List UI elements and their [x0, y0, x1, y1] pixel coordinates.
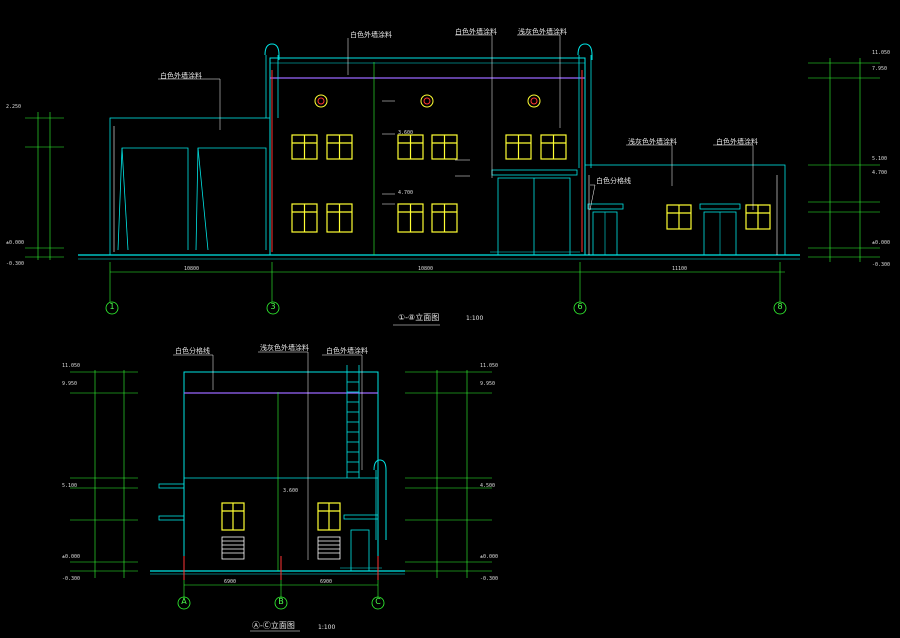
elevation-2-scale: 1:100	[318, 624, 336, 631]
dimension-text: 6900	[320, 579, 333, 585]
level-text: 9.950	[480, 381, 496, 387]
level-text: 4.700	[872, 170, 888, 176]
roof-ladder	[346, 365, 360, 478]
level-text: -0.300	[480, 576, 499, 582]
level-text: ±0.000	[872, 240, 891, 246]
elevation-2-title: Ⓐ-Ⓒ立面图	[252, 621, 295, 630]
material-callout: 白色分格线	[596, 177, 631, 185]
level-text: 2.250	[6, 104, 22, 110]
elevation-2	[70, 351, 492, 632]
windows-upper	[291, 134, 567, 160]
level-text: ±0.000	[480, 554, 499, 560]
windows-lower	[291, 203, 458, 233]
axis-label: A	[181, 597, 187, 606]
level-text: 5.100	[62, 483, 78, 489]
material-callout: 白色外墙涂料	[716, 138, 758, 146]
leaders	[158, 34, 754, 211]
material-callout: 白色外墙涂料	[326, 347, 368, 355]
main-block	[269, 57, 586, 256]
material-callout: 白色外墙涂料	[455, 28, 497, 36]
dimension-text: 11100	[672, 266, 688, 272]
level-text: 3.600	[283, 488, 299, 494]
axis-label: 8	[777, 302, 783, 311]
material-callout: 浅灰色外墙涂料	[260, 344, 309, 352]
dimension-text: 10800	[184, 266, 200, 272]
dimension-text: 6900	[224, 579, 237, 585]
level-text: ±0.000	[62, 554, 81, 560]
level-text: 5.100	[872, 156, 888, 162]
level-text: -0.300	[6, 261, 25, 267]
louvres	[221, 536, 341, 560]
axis-bubbles	[105, 301, 787, 315]
axis-label: C	[375, 597, 381, 606]
material-callout: 白色外墙涂料	[160, 72, 202, 80]
level-text: 3.600	[398, 130, 414, 136]
elevation-1-title: ①-⑧立面图	[398, 313, 440, 322]
left-wing	[109, 117, 271, 256]
level-text: 11.050	[480, 363, 499, 369]
level-text: 9.950	[62, 381, 78, 387]
axis-label: B	[278, 597, 284, 606]
axis-label: 6	[577, 302, 583, 311]
material-callout: 浅灰色外墙涂料	[518, 28, 567, 36]
level-text: 11.050	[872, 50, 891, 56]
dimension-text: 10800	[418, 266, 434, 272]
round-vents	[314, 94, 541, 108]
level-text: -0.300	[62, 576, 81, 582]
axis-label: 3	[270, 302, 276, 311]
material-callout: 白色外墙涂料	[350, 31, 392, 39]
level-text: -0.300	[872, 262, 891, 268]
material-callout: 浅灰色外墙涂料	[628, 138, 677, 146]
level-text: 11.050	[62, 363, 81, 369]
level-text: ±0.000	[6, 240, 25, 246]
level-text: 7.950	[872, 66, 888, 72]
level-text: 4.700	[398, 190, 414, 196]
material-callout: 白色分格线	[175, 347, 210, 355]
right-wing	[584, 164, 786, 256]
elevation-1-scale: 1:100	[466, 315, 484, 322]
elevation-1	[25, 34, 880, 315]
axis-label: 1	[109, 302, 115, 311]
level-text: 4.500	[480, 483, 496, 489]
